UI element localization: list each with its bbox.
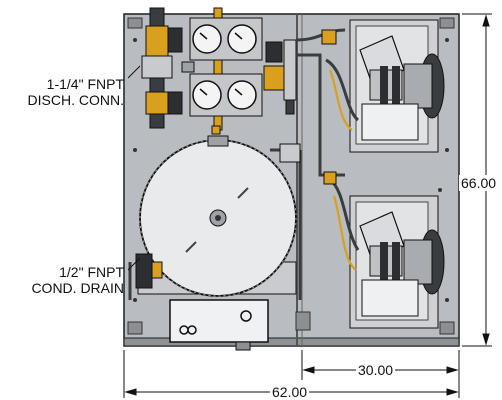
control-box <box>169 299 269 351</box>
condensate-drain-label: 1/2" FNPT COND. DRAIN <box>8 264 124 296</box>
width-dimension: 62.00 <box>270 384 310 400</box>
pipe-fittings <box>211 29 337 185</box>
compressor-lower <box>349 195 445 329</box>
receiver-tank <box>137 135 297 297</box>
condensate-drain-line1: 1/2" FNPT <box>59 264 124 280</box>
discharge-connection-line1: 1-1/4" FNPT <box>46 76 124 92</box>
condensate-drain-assembly <box>135 253 163 289</box>
depth-dimension: 30.00 <box>356 362 396 378</box>
hose-flex-lines <box>328 69 357 271</box>
condensate-drain-line2: COND. DRAIN <box>31 280 124 296</box>
discharge-connection-label: 1-1/4" FNPT DISCH. CONN. <box>8 76 124 108</box>
valve-assembly-right <box>263 39 297 115</box>
callout-leaders <box>127 65 141 271</box>
discharge-connection-line2: DISCH. CONN. <box>27 92 124 108</box>
pressure-gauge-cluster <box>189 7 263 131</box>
height-dimension: 66.00 <box>459 175 499 191</box>
compressor-upper <box>349 19 445 153</box>
valve-assembly-left <box>141 7 195 129</box>
